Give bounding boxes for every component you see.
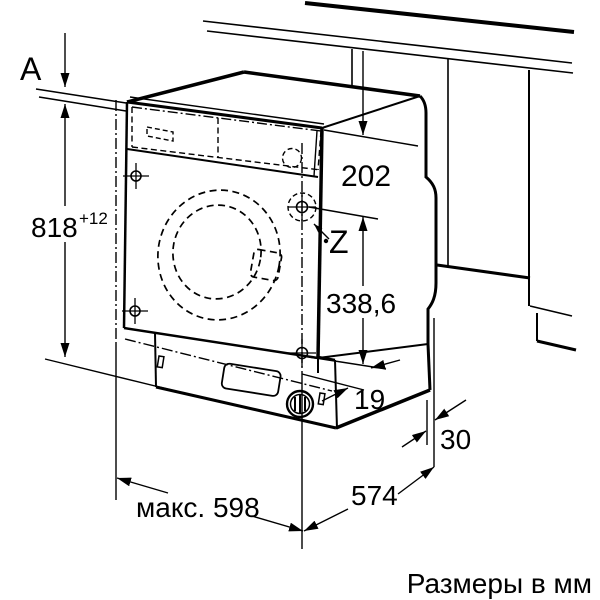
z-leader-dot [323, 238, 329, 244]
side-top-edge [321, 95, 421, 129]
top-face-rear-edge [243, 70, 421, 98]
dim-a-label: A [20, 51, 42, 87]
rear-bottom-edge [426, 343, 432, 391]
control-fascia [126, 106, 322, 178]
service-flap [220, 362, 282, 397]
mask-338 [324, 286, 402, 318]
caption-units: Размеры в мм [407, 568, 592, 599]
side-bottom-edge [317, 343, 429, 359]
plinth-left-edge [154, 332, 157, 388]
worktop-left-underside [35, 88, 127, 112]
dim-30-arrow-left [401, 430, 427, 448]
door-handle-dashed [249, 248, 283, 282]
dim-30-label: 30 [440, 424, 471, 455]
dimension-labels: A 818 +12 202 Z 338,6 19 30 макс. 598 57… [20, 51, 592, 599]
worktop-underside-line-1 [202, 20, 573, 64]
dim-818-tolerance: +12 [79, 209, 108, 228]
dim-30-arrow-right [434, 399, 467, 421]
cabinet-side-panels [351, 49, 577, 352]
dim-574-label: 574 [351, 480, 398, 511]
dim-19-arrow-lower [321, 387, 349, 402]
dim-818-label: 818 [31, 212, 78, 243]
worktop-edge-lines [202, 1, 575, 74]
plinth-details [156, 355, 326, 419]
worktop-front-thick-line [304, 1, 575, 34]
door-bottom-line [124, 338, 333, 392]
floor-line [44, 358, 201, 398]
drum-door-dashed [157, 189, 283, 321]
detergent-drawer-handle [146, 126, 174, 142]
dim-z-label: Z [329, 224, 349, 260]
machine-outline [122, 70, 438, 430]
dim-574-arrow-left [303, 508, 349, 532]
mask-818 [29, 206, 113, 242]
rear-right-edge [418, 94, 438, 344]
dim-598-label: макс. 598 [136, 492, 260, 523]
coin-knob [285, 389, 315, 419]
top-face-left-edge [126, 70, 245, 104]
dim-19-label: 19 [354, 384, 385, 415]
dim-338-label: 338,6 [326, 288, 396, 319]
mounting-crosshair-top-left [123, 163, 149, 189]
dim-598-arrow-right [251, 515, 304, 532]
plinth-slot-left [156, 355, 165, 369]
front-bottom-edge [123, 326, 319, 360]
top-face-front-edge [126, 100, 323, 130]
fascia-bottom-solid [126, 148, 319, 178]
mounting-crosshair-bottom-left [122, 298, 148, 324]
extension-lines [44, 129, 435, 549]
dim-598-arrow-left [116, 477, 169, 494]
plinth-top-right [317, 355, 336, 362]
dim-19-arrow-upper [370, 359, 401, 369]
centerlines [115, 100, 333, 392]
base-bottom-right [335, 388, 431, 430]
worktop-underside-line-2 [206, 30, 574, 74]
dim-202-label: 202 [341, 160, 391, 193]
top-face-seam [129, 96, 325, 125]
z-leader [313, 223, 330, 240]
front-left-edge [122, 101, 129, 329]
front-right-edge [316, 127, 324, 359]
dim-574-arrow-right [397, 466, 435, 495]
